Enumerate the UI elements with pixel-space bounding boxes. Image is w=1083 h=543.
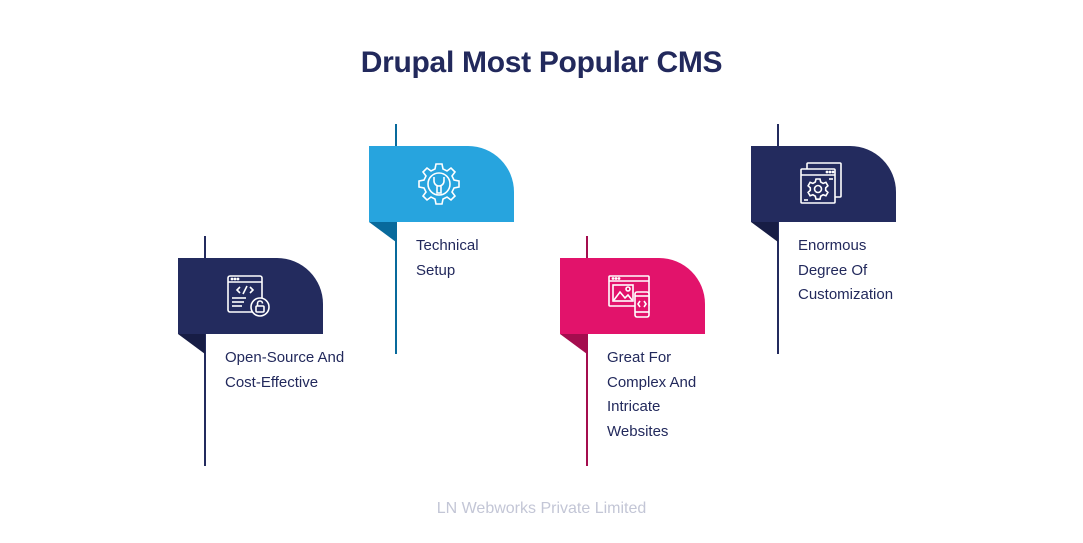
card-label-line: Intricate <box>607 398 661 415</box>
card-label-line: Open-Source And <box>225 349 345 366</box>
card-label: Technical Setup <box>416 234 576 283</box>
card-label-line: Great For <box>607 349 672 366</box>
web-mobile-code-icon <box>607 275 650 318</box>
card-tab <box>751 146 896 222</box>
card-fold <box>560 334 587 354</box>
feature-card-open-source: Open-Source And Cost-Effective <box>178 236 378 478</box>
window-gear-icon <box>799 162 842 204</box>
gear-wrench-icon <box>417 163 460 205</box>
card-connector-line <box>204 236 206 466</box>
card-connector-line <box>395 124 397 354</box>
card-tab <box>369 146 514 222</box>
card-label-line: Customization <box>798 286 894 303</box>
card-label-line: Technical <box>416 237 479 254</box>
card-label: Open-Source And Cost-Effective <box>225 346 385 395</box>
company-footer: LN Webworks Private Limited <box>436 500 647 517</box>
card-label-line: Websites <box>607 422 669 440</box>
card-label: Enormous Degree Of Customization <box>798 234 958 308</box>
card-label-line: Degree Of <box>798 261 868 279</box>
card-label-line: Setup <box>416 261 456 279</box>
card-fold <box>751 222 778 242</box>
card-label-line: Complex And <box>607 373 697 391</box>
feature-card-customization: Enormous Degree Of Customization <box>751 124 951 366</box>
feature-card-technical-setup: Technical Setup <box>369 124 569 366</box>
page-title: Drupal Most Popular CMS <box>360 46 723 79</box>
feature-card-complex-websites: Great For Complex And Intricate Websites <box>560 236 760 478</box>
card-tab <box>178 258 323 334</box>
card-tab <box>560 258 705 334</box>
card-connector-line <box>777 124 779 354</box>
card-label: Great For Complex And Intricate Websites <box>607 346 767 444</box>
card-fold <box>369 222 396 242</box>
code-window-lock-icon <box>226 275 270 317</box>
card-label-line: Cost-Effective <box>225 373 319 391</box>
card-label-line: Enormous <box>798 237 867 254</box>
card-connector-line <box>586 236 588 466</box>
card-fold <box>178 334 205 354</box>
